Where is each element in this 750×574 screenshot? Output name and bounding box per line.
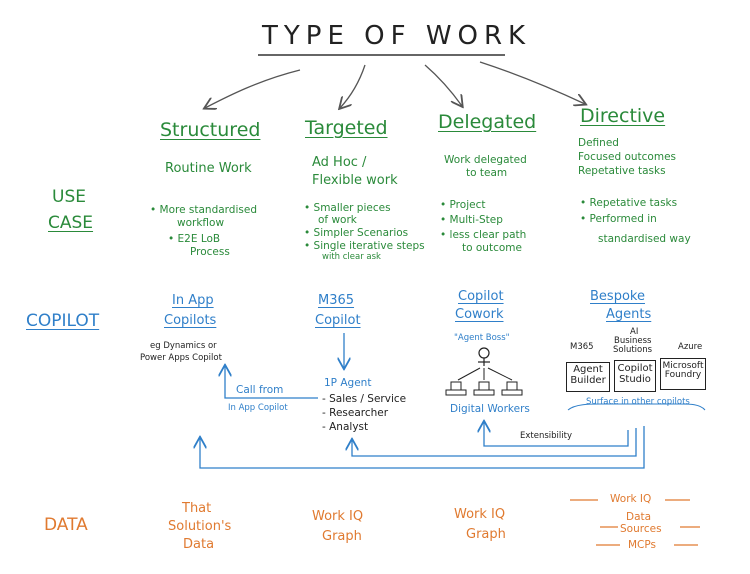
bullet-structured-1: • More standardised <box>150 204 257 216</box>
arrow-call-from <box>225 366 318 399</box>
bullet-targeted-1b: of work <box>318 214 357 226</box>
agent-item-1: - Sales / Service <box>322 393 407 405</box>
copilot-structured-note1: eg Dynamics or <box>150 341 217 351</box>
subtitle-targeted-1: Ad Hoc / <box>312 155 367 170</box>
header-delegated: Delegated <box>438 111 537 133</box>
copilot-structured-line2: Copilots <box>164 313 217 328</box>
bullet-targeted-3b: with clear ask <box>322 252 381 262</box>
copilot-structured-note2: Power Apps Copilot <box>140 353 222 363</box>
bullet-delegated-3: • less clear path <box>440 229 527 241</box>
bullet-targeted-2: • Simpler Scenarios <box>304 227 409 239</box>
digital-worker-icons <box>445 381 523 396</box>
data-structured-3: Data <box>183 537 215 552</box>
arrow-delegated <box>424 64 462 106</box>
platform-solutions: Solutions <box>613 345 653 355</box>
data-delegated-1: Work IQ <box>454 507 506 522</box>
row-label-use: USE <box>52 187 86 207</box>
agent-boss: "Agent Boss" <box>454 333 510 343</box>
row-label-case: CASE <box>48 213 94 233</box>
data-directive-1: Work IQ <box>610 493 652 505</box>
agent-item-3: - Analyst <box>322 421 369 433</box>
digital-workers: Digital Workers <box>450 403 530 415</box>
platform-azure: Azure <box>678 342 703 352</box>
subtitle-directive-3: Repetative tasks <box>578 165 666 177</box>
bullet-targeted-1: • Smaller pieces <box>304 202 391 214</box>
call-from-1: Call from <box>236 384 284 396</box>
arrow-extensibility-m365 <box>352 428 637 457</box>
bullet-directive-2: • Performed in <box>580 213 657 225</box>
subtitle-structured: Routine Work <box>165 161 252 176</box>
copilot-structured-line1: In App <box>172 293 214 308</box>
bullet-delegated-2: • Multi-Step <box>440 214 503 226</box>
arrow-directive <box>479 61 585 104</box>
data-structured-2: Solution's <box>168 519 232 534</box>
agent-title: 1P Agent <box>324 377 372 389</box>
agent-builder-label: Agent Builder <box>570 364 606 386</box>
subtitle-targeted-2: Flexible work <box>312 173 398 188</box>
copilot-studio-label: Copilot Studio <box>617 363 653 385</box>
agent-builder-box: Agent Builder <box>566 362 610 392</box>
copilot-delegated-line2: Cowork <box>455 307 504 322</box>
diagram-title: TYPE OF WORK <box>262 21 532 51</box>
copilot-directive-line2: Agents <box>606 307 652 322</box>
bullet-delegated-3b: to outcome <box>462 242 522 254</box>
arrow-extensibility <box>484 422 629 447</box>
bullet-targeted-3: • Single iterative steps <box>304 240 425 252</box>
bullet-structured-1b: workflow <box>177 217 225 229</box>
header-directive: Directive <box>580 105 666 127</box>
bullet-directive-1: • Repetative tasks <box>580 197 678 209</box>
surface-brace <box>567 403 706 411</box>
data-directive-3: Sources <box>620 523 662 535</box>
surface-label: Surface in other copilots <box>586 397 690 407</box>
bullet-directive-2b: standardised way <box>598 233 691 245</box>
subtitle-delegated-2: to team <box>466 167 508 179</box>
platform-business: Business <box>614 336 652 346</box>
extensibility-label: Extensibility <box>520 431 572 441</box>
row-label-data: DATA <box>44 515 88 535</box>
arrow-structured <box>205 69 301 108</box>
data-targeted-2: Graph <box>322 529 362 544</box>
data-directive-2: Data <box>626 511 652 523</box>
bullet-structured-2b: Process <box>190 246 230 258</box>
call-from-2: In App Copilot <box>228 403 288 413</box>
platform-ai: AI <box>630 327 639 337</box>
subtitle-directive-2: Focused outcomes <box>578 151 677 163</box>
row-label-copilot: COPILOT <box>26 311 100 331</box>
header-targeted: Targeted <box>305 117 388 139</box>
agent-item-2: - Researcher <box>322 407 389 419</box>
copilot-delegated-line1: Copilot <box>458 289 504 304</box>
microsoft-foundry-label: Microsoft Foundry <box>662 361 704 381</box>
data-directive-4: MCPs <box>628 539 657 551</box>
header-structured: Structured <box>160 119 261 141</box>
data-structured-1: That <box>182 501 212 516</box>
copilot-targeted-line2: Copilot <box>315 313 361 328</box>
bullet-structured-2: • E2E LoB <box>168 233 221 245</box>
platform-m365: M365 <box>570 342 594 352</box>
copilot-studio-box: Copilot Studio <box>614 360 656 392</box>
bullet-delegated-1: • Project <box>440 199 486 211</box>
arrow-targeted <box>340 64 366 108</box>
data-targeted-1: Work IQ <box>312 509 364 524</box>
copilot-directive-line1: Bespoke <box>590 289 645 304</box>
data-delegated-2: Graph <box>466 527 506 542</box>
copilot-targeted-line1: M365 <box>318 293 355 308</box>
subtitle-delegated-1: Work delegated <box>444 154 527 166</box>
arrow-extensibility-inapp <box>200 426 645 469</box>
subtitle-directive-1: Defined <box>578 137 619 149</box>
microsoft-foundry-box: Microsoft Foundry <box>660 358 706 390</box>
